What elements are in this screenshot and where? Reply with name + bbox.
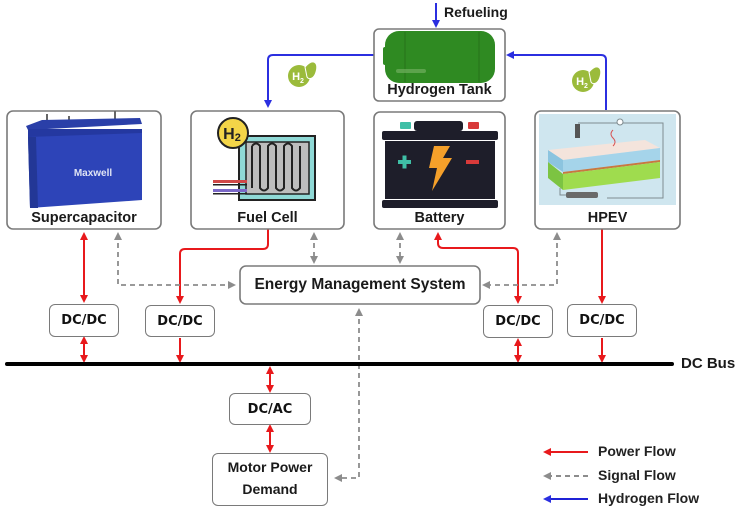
h2-badge-left: H2 <box>288 61 318 87</box>
legend-power-label: Power Flow <box>598 443 676 459</box>
maxwell-brand: Maxwell <box>74 168 113 179</box>
hpev-to-tank-line <box>506 51 607 110</box>
supercapacitor-icon: Maxwell <box>26 111 142 208</box>
motor-power-demand-box: Motor Power Demand <box>212 453 328 506</box>
battery-label: Battery <box>414 210 465 226</box>
fuel-cell-label: Fuel Cell <box>237 210 298 226</box>
hpev-icon <box>539 114 676 205</box>
ems-label: Energy Management System <box>254 276 466 293</box>
motor-ems-signal <box>334 308 363 482</box>
hpev-box <box>534 110 681 230</box>
fuelcell-dcdc-converter: DC/DC <box>145 305 215 337</box>
power-flow-lines <box>80 229 606 453</box>
supercap-ems-signal <box>114 232 236 289</box>
hydrogen-tank-label: Hydrogen Tank <box>387 82 492 98</box>
hydrogen-flow-lines <box>264 3 607 110</box>
hydrogen-tank-box <box>373 28 506 102</box>
h2-badge-right: H2 <box>572 66 602 92</box>
svg-text:H2: H2 <box>576 76 588 90</box>
fuel-cell-icon: H2 <box>213 117 316 201</box>
battery-dcdc-converter: DC/DC <box>483 305 553 338</box>
refueling-label: Refueling <box>444 4 508 20</box>
ems-box <box>239 265 481 305</box>
hydrogen-tank-icon <box>383 31 495 83</box>
legend-hydrogen-label: Hydrogen Flow <box>598 490 700 506</box>
motor-label-line2: Demand <box>242 481 298 497</box>
legend-swatches <box>543 448 588 503</box>
fuel-cell-box: H2 <box>190 110 345 230</box>
hpev-dcdc-converter: DC/DC <box>567 304 637 337</box>
supercapacitor-label: Supercapacitor <box>31 210 137 226</box>
dcac-inverter: DC/AC <box>229 393 311 425</box>
supercapacitor-box: Maxwell <box>6 110 162 230</box>
dc-bus-label: DC Bus <box>681 355 736 372</box>
battery-box <box>373 111 506 230</box>
battery-icon <box>382 121 498 208</box>
svg-text:H2: H2 <box>292 71 304 85</box>
hpev-label: HPEV <box>587 210 628 226</box>
hpev-ems-signal <box>482 232 561 289</box>
legend-signal-label: Signal Flow <box>598 467 676 483</box>
tank-to-fuelcell-line <box>264 54 374 108</box>
motor-label-line1: Motor Power <box>227 459 313 475</box>
supercap-dcdc-converter: DC/DC <box>49 304 119 337</box>
